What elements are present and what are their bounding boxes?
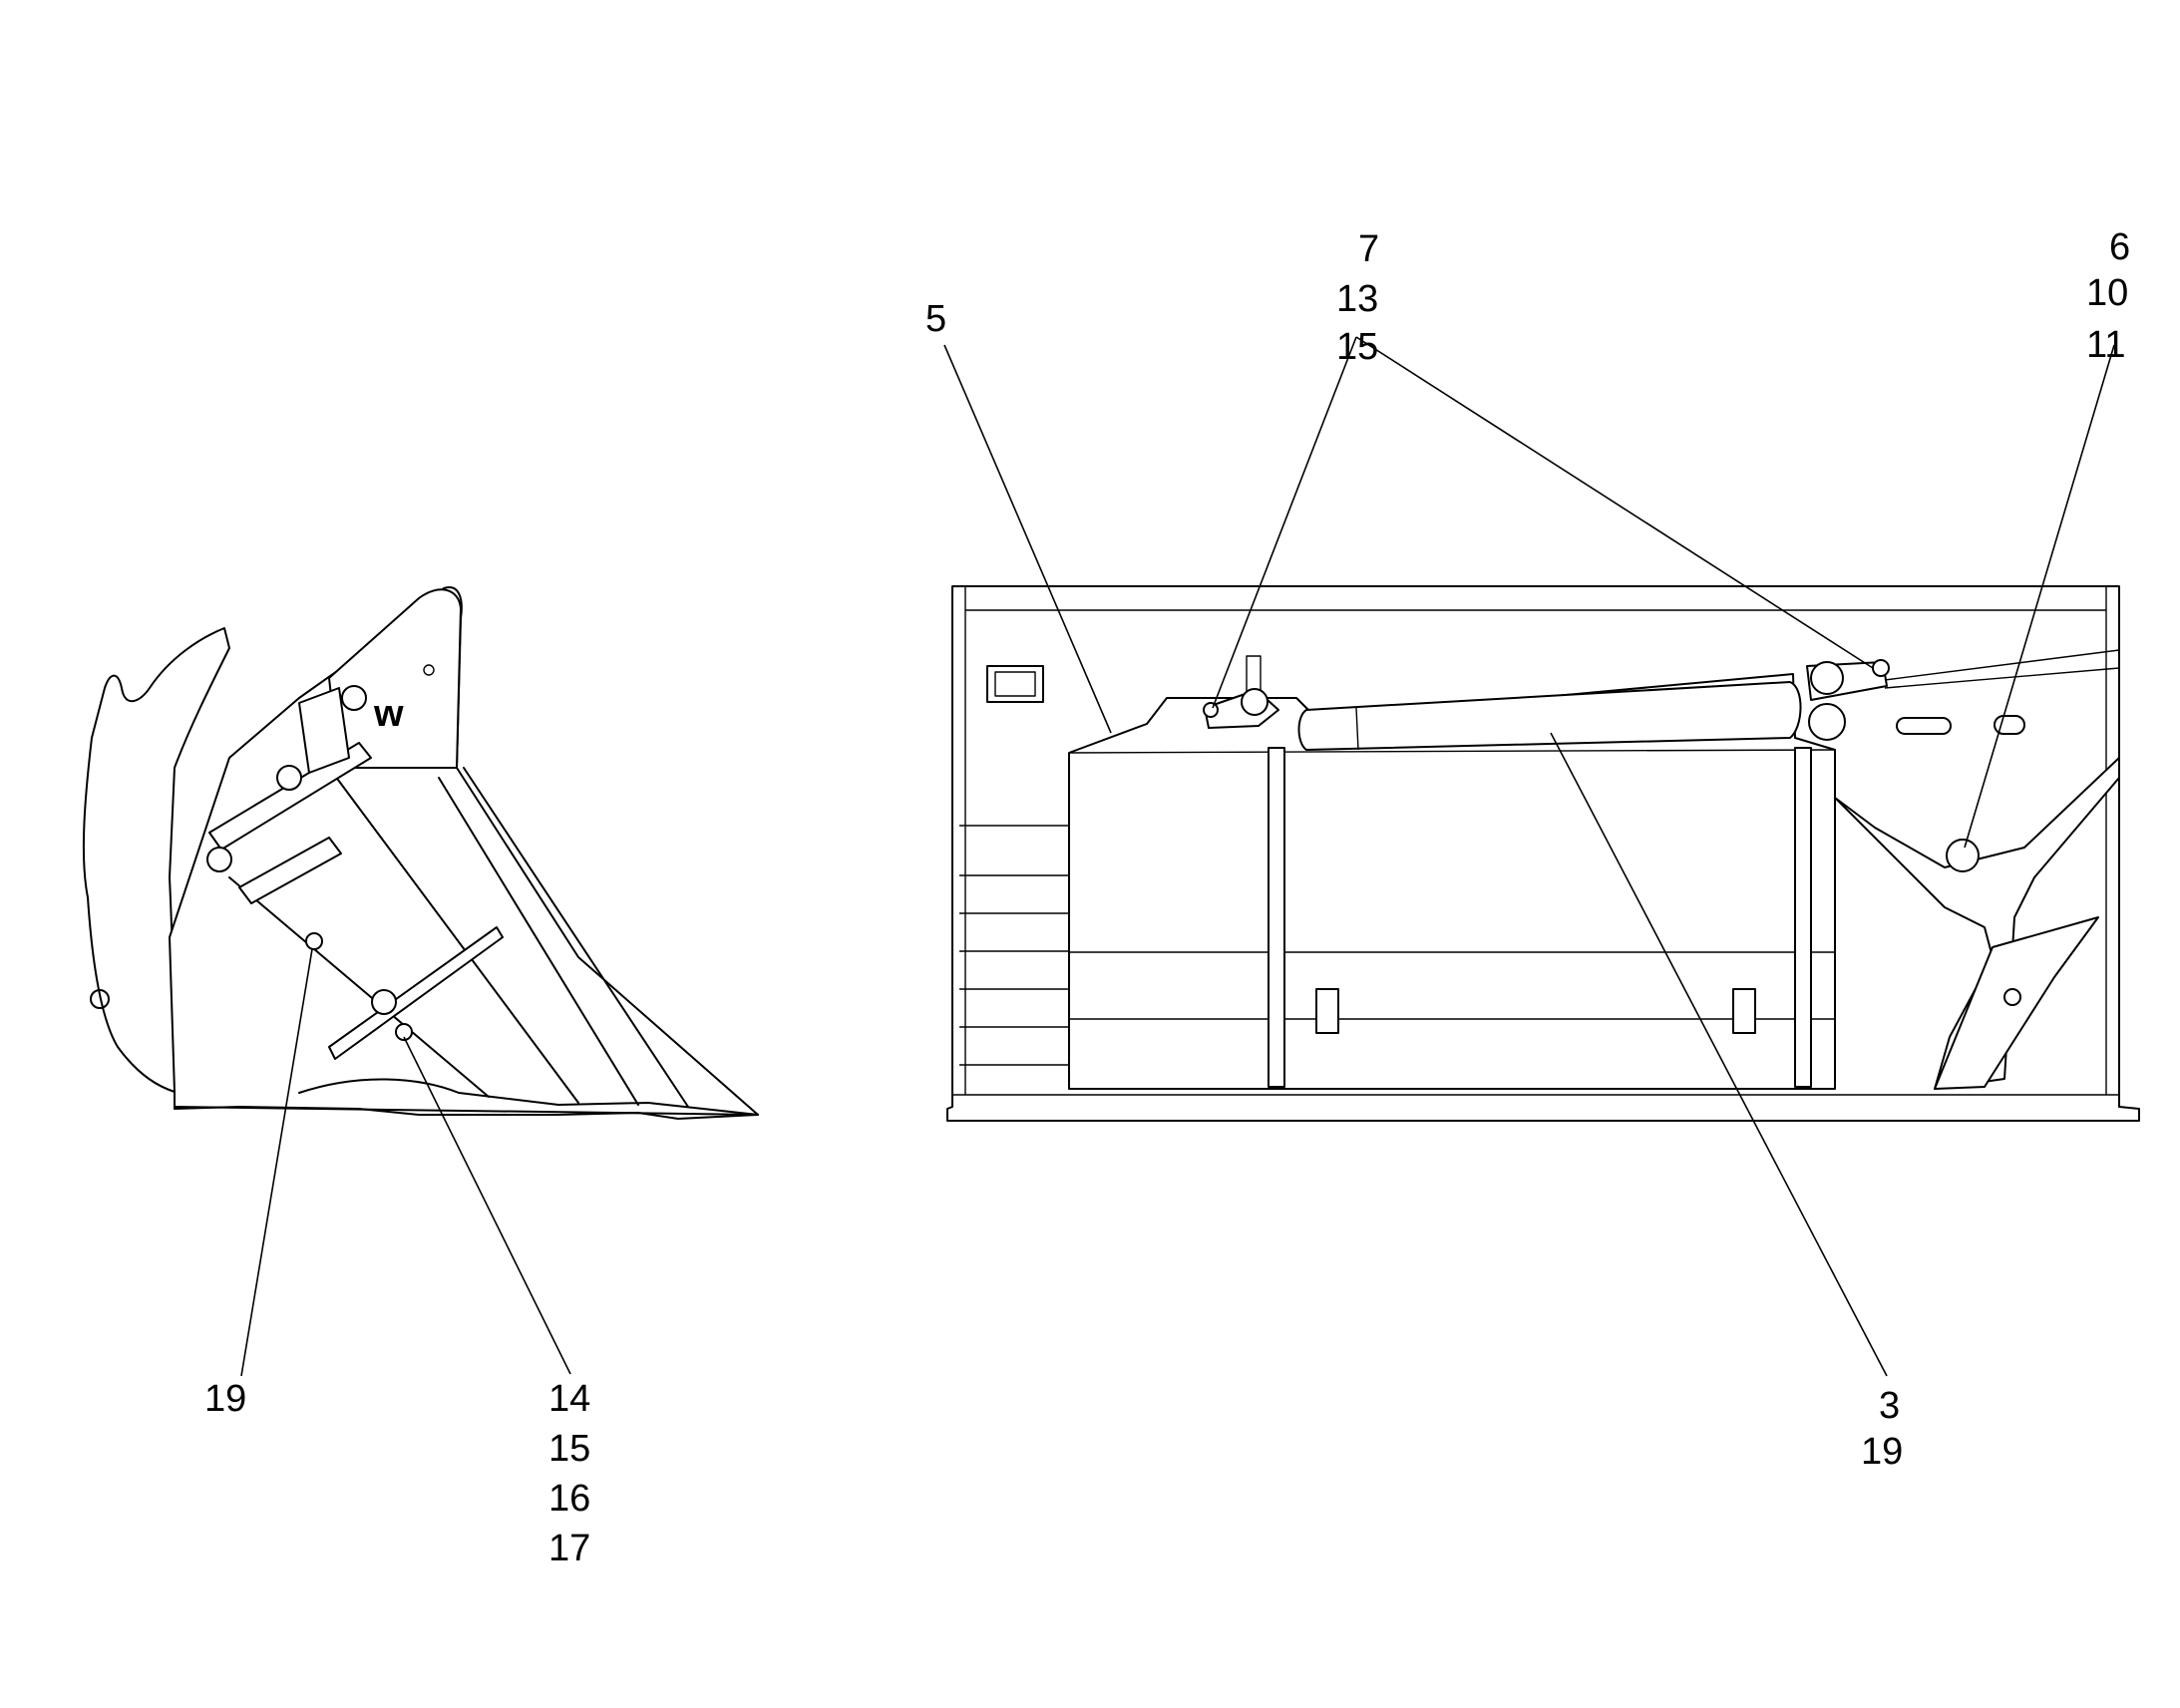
bracket-hole (90, 989, 110, 1009)
mid-link (238, 837, 342, 904)
left-pivot-pin (1241, 688, 1269, 716)
callout-7-15-l3: 15 (1336, 326, 1378, 368)
pin-lower-nut (395, 1023, 413, 1041)
bucket-floor-edge (174, 1106, 759, 1116)
pin-upper (276, 765, 302, 791)
pin-mid (206, 847, 232, 872)
leader-6-11 (1964, 344, 2115, 849)
callout-7-15-l2: 13 (1336, 278, 1378, 320)
bucket-side-panel (169, 586, 759, 1120)
tilt-rod (1884, 649, 2120, 689)
side-panel-line-1 (463, 767, 689, 1108)
right-bushing (1808, 703, 1846, 741)
logo-dot (423, 664, 435, 676)
bucket-side-view: w (82, 586, 759, 1377)
decal-inner (994, 671, 1036, 697)
callout-19-left: 19 (204, 1378, 246, 1420)
leader-3-19 (1550, 732, 1888, 1377)
cylinder-block (298, 687, 350, 774)
side-panel-line-4 (228, 876, 490, 1098)
lug-pin (2003, 988, 2021, 1006)
leader-14-17 (403, 1036, 571, 1375)
side-panel-line-2 (438, 777, 639, 1106)
callout-5-l1: 5 (925, 298, 946, 340)
lower-link (328, 926, 504, 1060)
side-panel-line-3 (328, 767, 579, 1104)
callout-19-left-l1: 19 (204, 1378, 246, 1420)
callout-3-19-l1: 3 (1879, 1385, 1900, 1427)
pin-lower (371, 989, 397, 1015)
grease-fitting (305, 932, 323, 950)
callout-14-17-l1: 14 (548, 1378, 590, 1420)
leader-19-left (240, 948, 313, 1377)
callout-6-11-l2: 10 (2086, 272, 2128, 314)
left-pivot-nut (1203, 702, 1219, 718)
strap-right (1794, 747, 1812, 1088)
strap-left (1268, 747, 1285, 1088)
callout-5: 5 (925, 298, 946, 340)
slot-a (1896, 717, 1952, 735)
housing-top-edge (1068, 749, 1836, 754)
callout-6-11: 6 10 11 (2086, 226, 2130, 366)
logo-mark: w (373, 693, 404, 735)
hydraulic-cylinder (1297, 681, 1802, 751)
callout-6-11-l3: 11 (2086, 324, 2125, 366)
callout-7-15-l1: 7 (1358, 228, 1379, 270)
bracket-nut (1946, 839, 1980, 872)
decal-plate (986, 665, 1044, 703)
callout-14-17: 14 15 16 17 (548, 1378, 590, 1569)
center-housing (1068, 673, 1836, 1090)
logo-ear (328, 588, 462, 769)
leader-7-15-a (1212, 336, 1357, 709)
cylinder-band (1355, 707, 1359, 751)
callout-3-19: 3 19 (1861, 1385, 1903, 1473)
leader-5 (943, 344, 1112, 734)
right-pivot-pin (1810, 661, 1844, 695)
slot-b (1994, 715, 2025, 735)
bucket-rear-view (943, 336, 2140, 1377)
callout-6-11-l1: 6 (2109, 226, 2130, 268)
right-pivot-nut (1872, 659, 1890, 677)
callout-14-17-l2: 15 (548, 1428, 590, 1470)
slot-right (1732, 988, 1756, 1034)
slot-left (1315, 988, 1339, 1034)
step-lines (959, 825, 1069, 1066)
callout-14-17-l4: 17 (548, 1528, 590, 1569)
callout-14-17-l3: 16 (548, 1478, 590, 1520)
leader-7-15-b (1355, 336, 1874, 669)
callout-7-15: 7 13 15 (1336, 228, 1379, 368)
callout-3-19-l2: 19 (1861, 1431, 1903, 1473)
ear-hole (341, 685, 367, 711)
mounting-bracket (82, 627, 230, 1093)
floor-curve (298, 1078, 759, 1116)
